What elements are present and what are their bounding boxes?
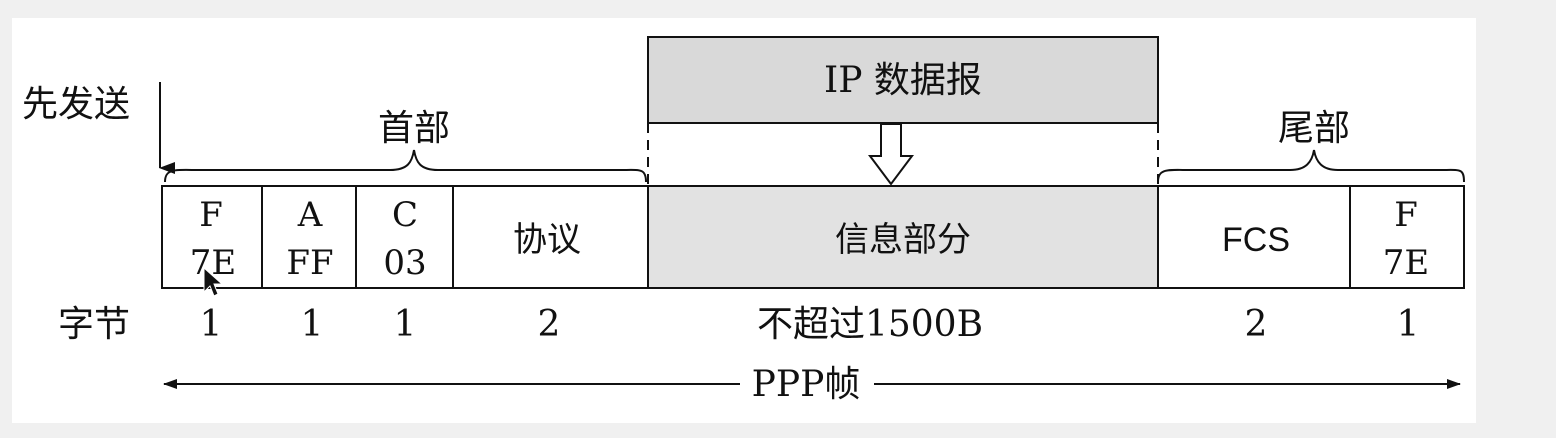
header-brace <box>164 149 647 183</box>
byte-counts-row: 字节 1 1 1 2 不超过1500B 2 1 <box>58 304 1419 345</box>
byte-count-protocol: 2 <box>538 304 561 345</box>
byte-count-control: 1 <box>394 304 417 345</box>
field-address-name: A <box>297 195 323 235</box>
field-address-value: FF <box>286 243 333 283</box>
field-control-value: 03 <box>383 243 426 283</box>
byte-count-trailing-flag: 1 <box>1397 304 1420 345</box>
field-fcs: FCS <box>1222 221 1290 259</box>
ip-datagram-label: IP 数据报 <box>824 60 982 101</box>
frame-outline <box>161 185 1465 289</box>
encapsulation-arrow-icon <box>868 123 914 186</box>
field-trailing-flag-name: F <box>1394 195 1418 235</box>
header-label: 首部 <box>378 108 450 149</box>
trailer-label: 尾部 <box>1278 108 1350 149</box>
byte-count-flag: 1 <box>200 304 223 345</box>
frame-fields: F 7E A FF C 03 协议 信息部分 FCS F 7E <box>161 185 1465 289</box>
byte-count-fcs: 2 <box>1245 304 1268 345</box>
info-field-fill <box>648 186 1158 288</box>
ip-datagram-box <box>647 36 1159 124</box>
byte-count-address: 1 <box>301 304 324 345</box>
frame-label: PPP帧 <box>752 364 861 405</box>
send-first-label: 先发送 <box>22 84 130 125</box>
field-information: 信息部分 <box>835 220 971 260</box>
mouse-cursor-icon <box>203 266 224 297</box>
byte-count-information: 不超过1500B <box>757 304 983 345</box>
trailer-brace <box>1157 149 1465 183</box>
bytes-label: 字节 <box>58 304 130 345</box>
field-flag-name: F <box>199 195 223 235</box>
field-trailing-flag-value: 7E <box>1383 243 1429 283</box>
field-protocol: 协议 <box>513 220 581 260</box>
field-control-name: C <box>392 195 418 235</box>
